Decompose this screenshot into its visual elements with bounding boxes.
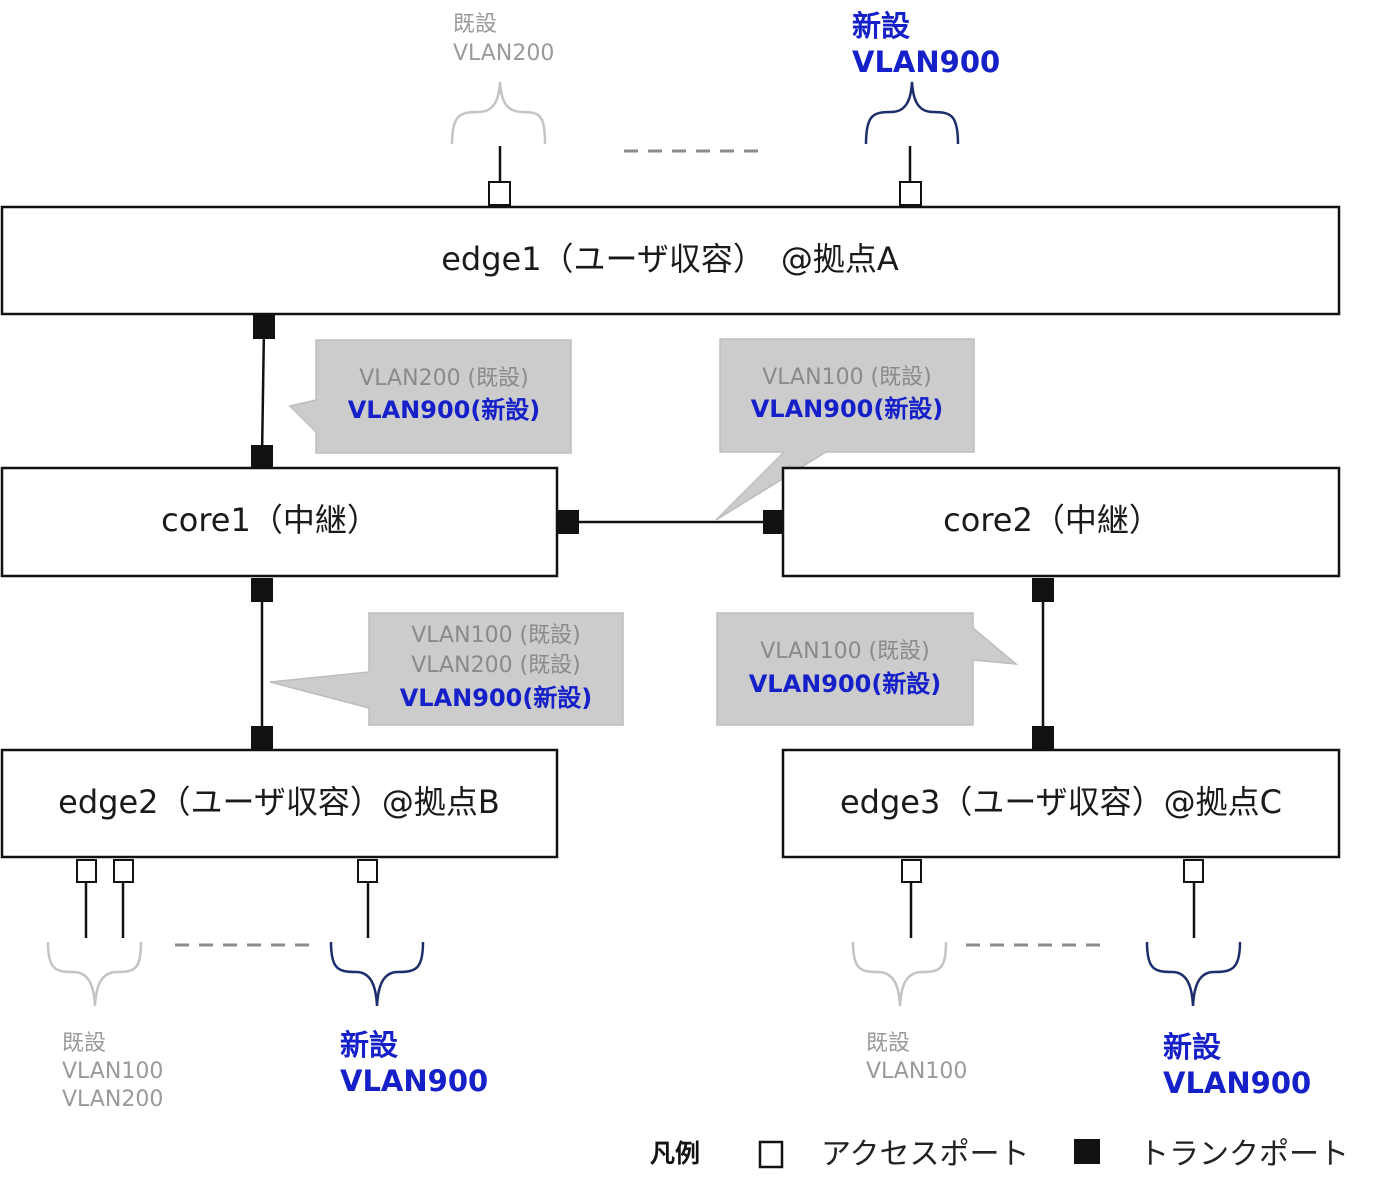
edge2-access-port-3 [357, 859, 378, 883]
edge2-box [0, 748, 559, 859]
core1-trunk-port-right [557, 510, 579, 534]
edge3-access-port-2 [1183, 859, 1204, 883]
edge3-trunk-port [1032, 726, 1054, 750]
bottom-left-existing-label: 既設 [62, 1031, 106, 1056]
core2-box [781, 466, 1341, 578]
edge3-access-port-1 [901, 859, 922, 883]
legend-title: 凡例 [650, 1139, 700, 1168]
bottom-right-new-vlan: VLAN900 [1163, 1066, 1311, 1100]
bottom-right-new-label: 新設 [1163, 1030, 1222, 1064]
edge3-label: edge3（ユーザ収容）@拠点C [840, 783, 1282, 821]
callout-core2-edge3: VLAN100 (既設) VLAN900(新設) [716, 612, 1019, 726]
edge1-label: edge1（ユーザ収容） @拠点A [441, 240, 899, 278]
legend-access-port-icon [758, 1140, 784, 1169]
edge2-trunk-port [251, 726, 273, 750]
edge1-access-port-2 [899, 181, 922, 206]
edge1-access-port-1 [488, 181, 511, 206]
link-edge1-core1 [260, 326, 266, 458]
top-existing-label: 既設 [453, 12, 497, 37]
bottom-left-existing-brace [46, 941, 143, 1007]
svg-text:VLAN900(新設): VLAN900(新設) [400, 684, 593, 712]
top-new-label: 新設 [852, 9, 911, 43]
svg-text:VLAN200 (既設): VLAN200 (既設) [411, 653, 580, 678]
core1-trunk-port-top [251, 445, 273, 469]
core1-label: core1（中継） [161, 501, 379, 539]
edge3-box [781, 748, 1341, 859]
bottom-left-new-vlan: VLAN900 [340, 1064, 488, 1098]
top-existing-vlan: VLAN200 [453, 41, 554, 66]
top-new-brace [864, 81, 960, 145]
svg-text:VLAN100 (既設): VLAN100 (既設) [411, 623, 580, 648]
bottom-right-existing-label: 既設 [866, 1031, 910, 1056]
edge2-access-port-2 [113, 859, 134, 883]
bottom-right-existing-vlan: VLAN100 [866, 1059, 967, 1084]
top-new-vlan: VLAN900 [852, 45, 1000, 79]
bottom-right-existing-brace [851, 941, 948, 1007]
bottom-left-new-label: 新設 [340, 1028, 399, 1062]
svg-text:VLAN900(新設): VLAN900(新設) [348, 396, 541, 424]
bottom-left-existing-vlan-2: VLAN200 [62, 1087, 163, 1112]
svg-text:VLAN900(新設): VLAN900(新設) [751, 395, 944, 423]
svg-text:VLAN100 (既設): VLAN100 (既設) [760, 639, 929, 664]
callout-edge1-core1: VLAN200 (既設) VLAN900(新設) [288, 339, 572, 454]
core2-label: core2（中継） [943, 501, 1161, 539]
top-existing-brace [450, 81, 547, 145]
legend-trunk-port-label: トランクポート [1139, 1137, 1349, 1172]
svg-text:VLAN900(新設): VLAN900(新設) [749, 670, 942, 698]
edge1-trunk-port [253, 315, 275, 339]
legend-access-port-label: アクセスポート [821, 1137, 1030, 1172]
callout-core1-edge2: VLAN100 (既設) VLAN200 (既設) VLAN900(新設) [269, 612, 624, 726]
edge1-box [0, 205, 1341, 316]
svg-text:VLAN200 (既設): VLAN200 (既設) [359, 366, 528, 391]
core2-trunk-port-left [763, 510, 785, 534]
bottom-left-new-brace [329, 941, 425, 1007]
callout-core1-core2: VLAN100 (既設) VLAN900(新設) [715, 338, 975, 521]
bottom-right-new-brace [1145, 941, 1242, 1007]
bottom-left-existing-vlan-1: VLAN100 [62, 1059, 163, 1084]
svg-text:VLAN100 (既設): VLAN100 (既設) [762, 365, 931, 390]
edge2-access-port-1 [76, 859, 97, 883]
core1-trunk-port-bottom [251, 578, 273, 602]
edge2-label: edge2（ユーザ収容）@拠点B [58, 783, 500, 821]
core2-trunk-port-bottom [1032, 578, 1054, 602]
legend-trunk-port-icon [1074, 1139, 1100, 1164]
